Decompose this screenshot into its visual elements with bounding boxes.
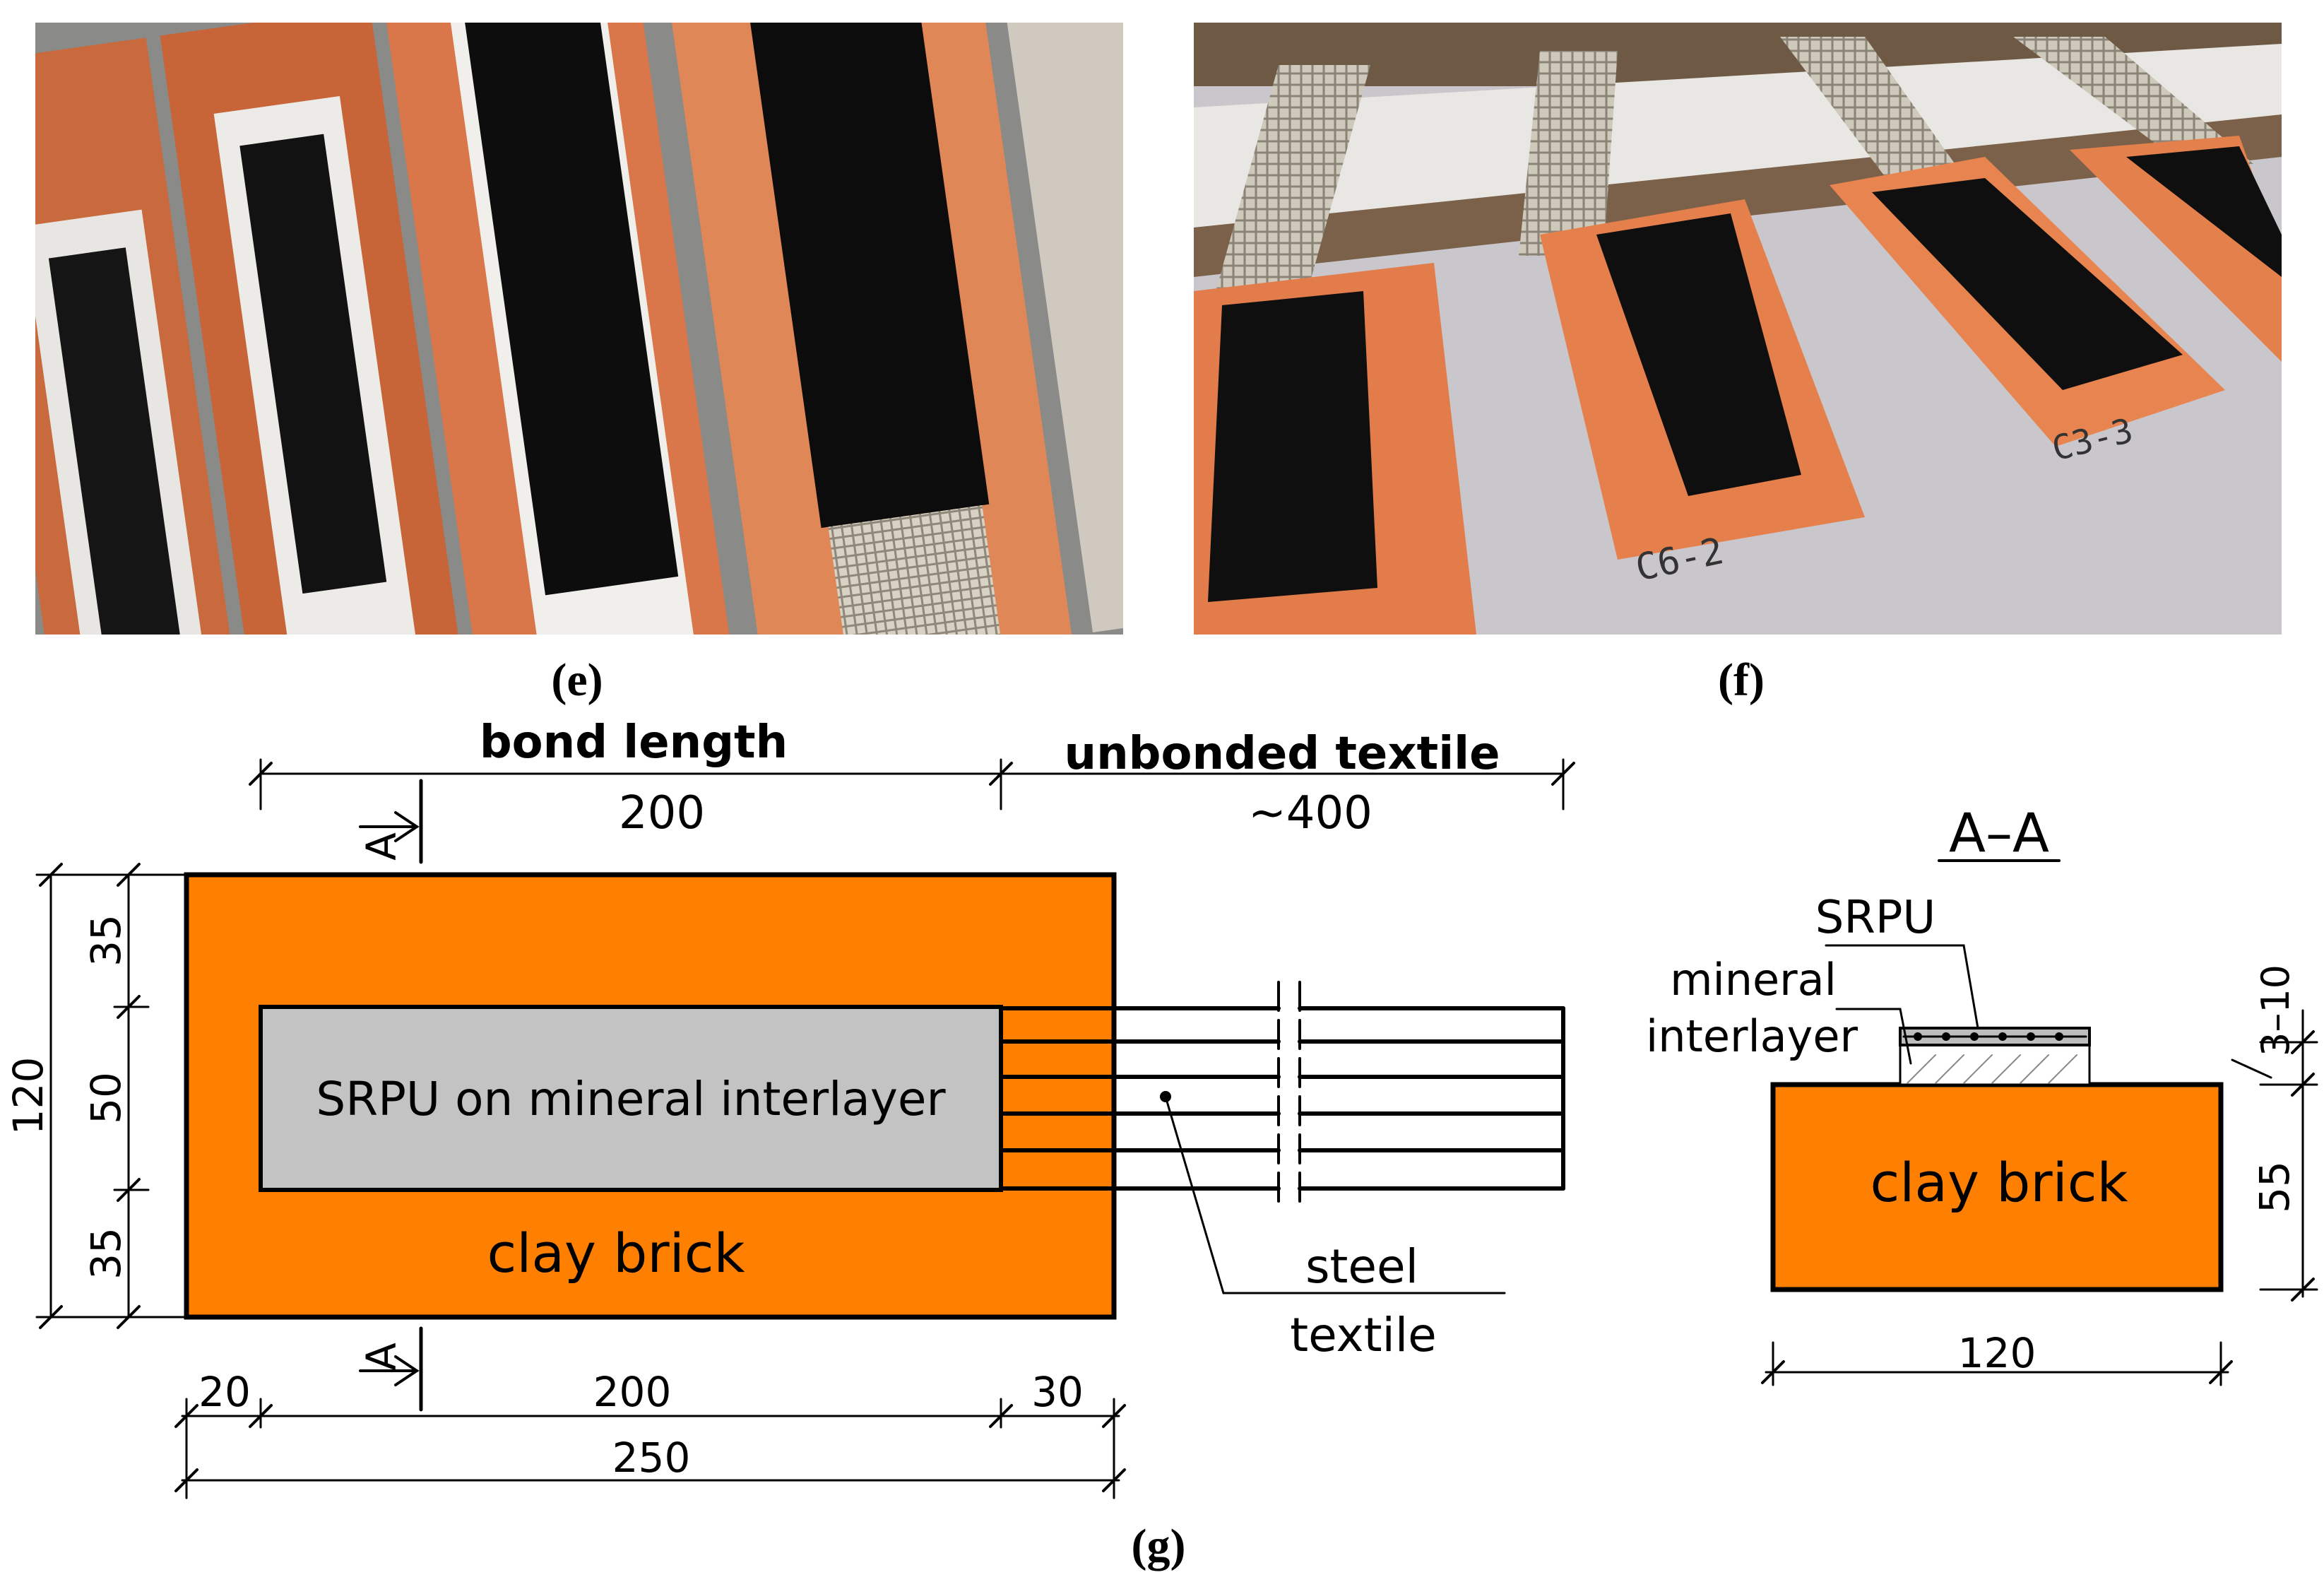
- caption-g: (g): [1131, 1520, 1186, 1571]
- section-brick: [1770, 1082, 2224, 1292]
- dim-left-margin: 20: [198, 1368, 251, 1416]
- unbonded-textile-label: unbonded textile: [1065, 728, 1500, 780]
- srpu-plan-label: SRPU on mineral interlayer: [316, 1072, 946, 1126]
- steel-textile-strands: [999, 1006, 1565, 1191]
- dim-section-width: 120: [1958, 1329, 2037, 1377]
- section-marker-bottom: A: [357, 1343, 405, 1371]
- dim-bottom: 35: [82, 1227, 130, 1280]
- section-title: A–A: [1949, 801, 2049, 864]
- dim-bond: 200: [593, 1368, 672, 1416]
- textile-label: textile: [1290, 1308, 1437, 1362]
- dim-mid: 50: [82, 1072, 130, 1124]
- caption-f: (f): [1718, 654, 1765, 706]
- bond-length-value: 200: [619, 787, 705, 839]
- bond-length-label: bond length: [480, 716, 788, 769]
- interlayer-label: interlayer: [1646, 1010, 1858, 1062]
- photo-e: [35, 23, 1123, 635]
- dim-right-margin: 30: [1031, 1368, 1084, 1416]
- dim-total-length: 250: [612, 1434, 691, 1482]
- clay-brick-section-label: clay brick: [1870, 1151, 2128, 1214]
- steel-label: steel: [1305, 1239, 1418, 1294]
- dim-height-total: 120: [4, 1057, 52, 1135]
- photo-f: C6-2 C3-3: [1194, 23, 2282, 635]
- dim-section-height: 55: [2251, 1161, 2299, 1213]
- caption-e: (e): [551, 654, 603, 706]
- dim-thickness: 3–10: [2253, 964, 2298, 1056]
- plan-srpu-patch: [259, 1005, 1003, 1192]
- dim-top: 35: [82, 914, 130, 967]
- section-marker-top: A: [357, 832, 405, 861]
- srpu-section-label: SRPU: [1815, 892, 1936, 944]
- section-interlayer: [1899, 1041, 2091, 1086]
- unbonded-textile-value: ~400: [1248, 787, 1373, 839]
- clay-brick-plan-label: clay brick: [487, 1222, 745, 1285]
- mineral-label: mineral: [1670, 954, 1837, 1005]
